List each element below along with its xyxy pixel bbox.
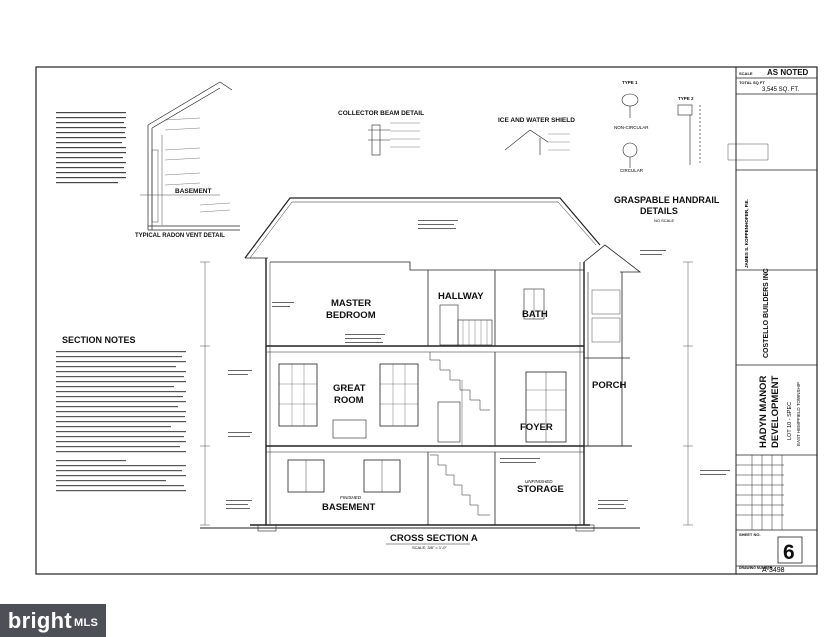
handrail-title-2: DETAILS: [640, 206, 678, 216]
room-master-line2: BEDROOM: [326, 310, 376, 321]
ice-water-title: ICE AND WATER SHIELD: [498, 117, 575, 124]
collector-beam-drawing: [368, 122, 420, 156]
sheet-label: SHEET NO.: [739, 532, 761, 537]
room-storage: STORAGE: [517, 484, 564, 495]
circular-label: CIRCULAR: [620, 168, 644, 173]
radon-vent-detail: [140, 81, 240, 231]
room-basement-finished: FINISHED: [340, 495, 362, 500]
section-notes-text: [56, 351, 186, 492]
cross-section-title: CROSS SECTION A: [390, 533, 478, 544]
non-circular-label: NON-CIRCULAR: [614, 125, 649, 130]
sheet-border: [35, 66, 818, 575]
drawing-label: DRAWING NUMBER: [739, 566, 773, 570]
collector-beam-title: COLLECTOR BEAM DETAIL: [338, 110, 424, 117]
type1-label: TYPE 1: [622, 80, 638, 85]
callout-notes: [226, 220, 730, 509]
project-line-2: DEVELOPMENT: [770, 375, 781, 448]
room-basement: BASEMENT: [322, 502, 376, 513]
drawing-number: A-3498: [762, 567, 785, 574]
township-label: EAST HEMPFIELD TOWNSHIP: [796, 382, 801, 446]
total-label: TOTAL SQ FT: [739, 80, 765, 85]
svg-text:JAMES S. KOPPENHOFER, P.E.: JAMES S. KOPPENHOFER, P.E.: [744, 199, 749, 268]
total-value: 3,545 SQ. FT.: [762, 87, 799, 93]
radon-notes: [56, 112, 126, 184]
radon-title: TYPICAL RADON VENT DETAIL: [135, 233, 225, 239]
lot-label: LOT 10 - SPEC: [787, 402, 793, 440]
room-bath: BATH: [522, 309, 548, 320]
project-line-1: HADYN MANOR: [758, 376, 769, 448]
room-storage-unfinished: UNFINISHED: [525, 479, 553, 484]
room-hallway: HALLWAY: [438, 291, 484, 302]
cross-section-scale: SCALE: 3/8" = 1'-0": [412, 545, 447, 550]
room-great-line1: GREAT: [333, 383, 366, 394]
scale-label: SCALE: [739, 71, 753, 76]
engineer-stamp: JAMES S. KOPPENHOFER, P.E.: [744, 199, 749, 268]
handrail-details: [621, 93, 769, 168]
scale-value: AS NOTED: [767, 68, 809, 77]
radon-basement-label: BASEMENT: [175, 188, 212, 195]
type2-label: TYPE 2: [678, 96, 694, 101]
handrail-title-1: GRASPABLE HANDRAIL: [614, 195, 720, 205]
ice-water-drawing: [504, 129, 570, 155]
sheet-number: 6: [783, 541, 795, 564]
section-notes-title: SECTION NOTES: [62, 335, 136, 345]
handrail-scale: NO SCALE: [654, 218, 675, 223]
room-foyer: FOYER: [520, 422, 553, 433]
room-great-line2: ROOM: [334, 395, 364, 406]
builder-name: COSTELLO BUILDERS INC: [763, 268, 770, 358]
cross-section-building: [200, 197, 693, 532]
room-porch: PORCH: [592, 380, 626, 391]
title-block: [736, 77, 817, 567]
room-master-line1: MASTER: [331, 298, 371, 309]
